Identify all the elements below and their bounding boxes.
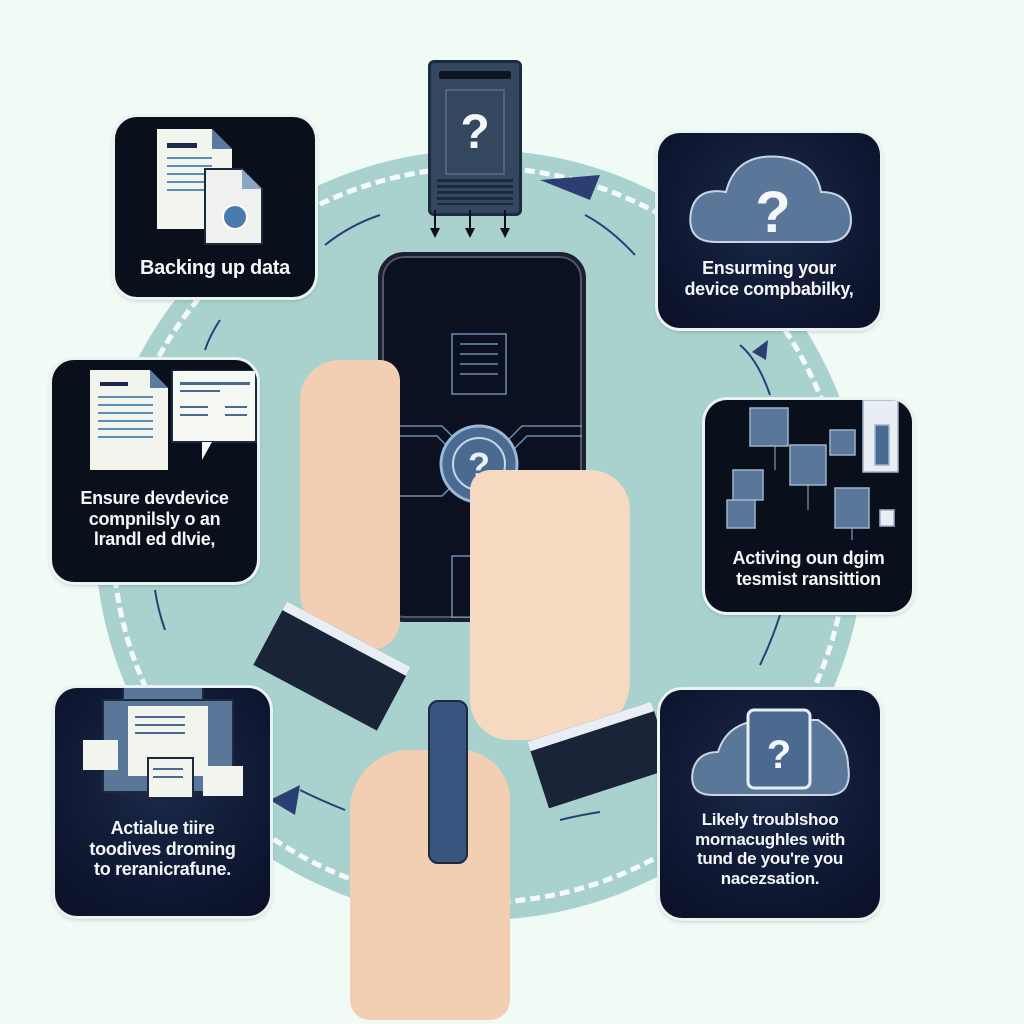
cloud-tablet-question-icon: ? [691,708,850,796]
circuit-chips-icon [726,400,899,540]
document-chat-icon [90,370,257,470]
step-label: Activing oun dgim tesmist ransittion [732,548,885,589]
step-label: Ensurming your device compbabilky, [684,258,854,299]
right-hand [470,470,630,740]
step-backing-up-data: Backing up data [115,117,315,297]
documents-icon [157,129,263,245]
usb-key-icon [428,700,468,864]
step-label: Ensure devdevice compnilsly o an lrandl … [80,488,229,550]
step-activating-transition: Activing oun dgim tesmist ransittion [705,400,912,612]
cloud-question-icon: ? [689,155,853,245]
step-label: Actialue tiire toodives droming to reran… [89,818,236,880]
question-mark-icon: ? [445,89,505,175]
step-label: Backing up data [140,257,290,279]
step-troubleshoot: ? Likely troublshoo mornacughles with tu… [660,690,880,918]
svg-text:?: ? [767,733,791,777]
stacked-folders-icon [83,688,243,798]
svg-text:?: ? [755,180,790,245]
step-activate-tools: Actialue tiire toodives droming to reran… [55,688,270,916]
step-label: Likely troublshoo mornacughles with tund… [695,810,845,888]
step-ensure-device: Ensure devdevice compnilsly o an lrandl … [52,360,257,582]
top-device-question: ? [428,60,522,216]
left-hand [300,360,400,650]
step-device-compatibility: ? Ensurming your device compbabilky, [658,133,880,328]
device-down-arrows-icon [430,210,510,238]
